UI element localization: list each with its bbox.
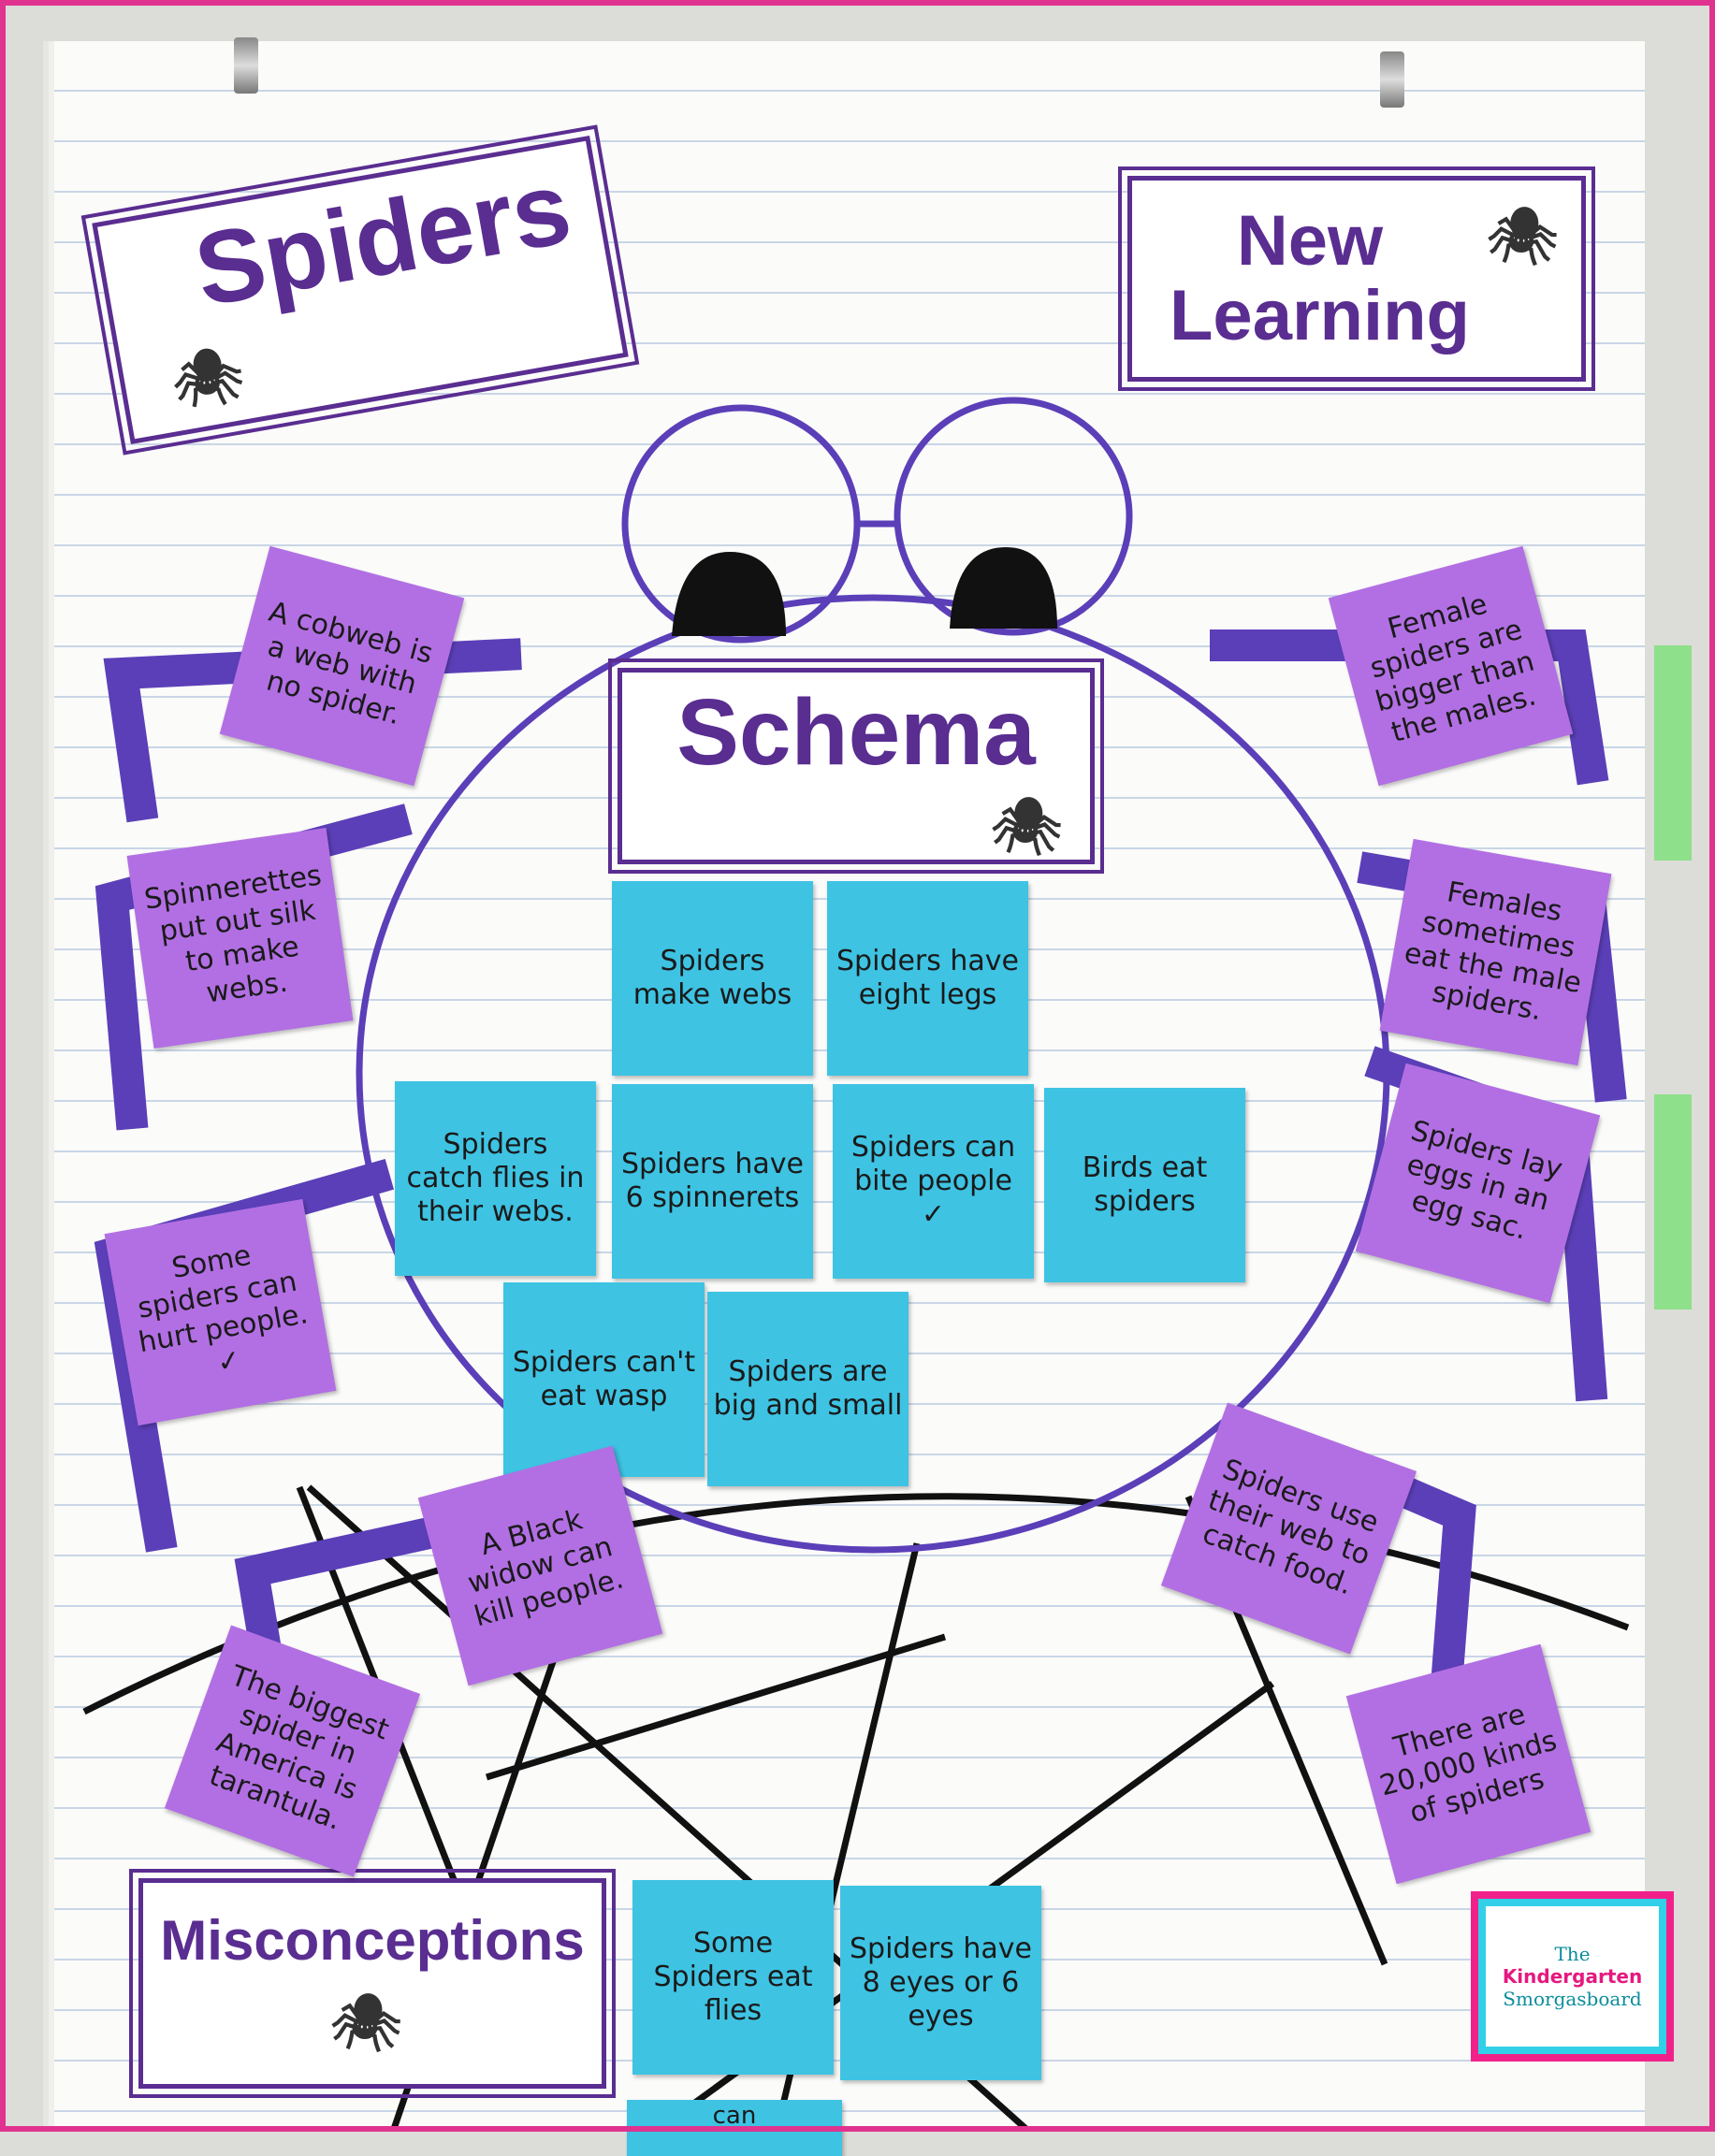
schema-note: Spiders catch flies in their webs. xyxy=(395,1081,596,1276)
misconception-note: Spiders have 8 eyes or 6 eyes xyxy=(840,1886,1041,2080)
new-learning-note: Some spiders can hurt people. ✓ xyxy=(104,1198,337,1426)
schema-note: Spiders have eight legs xyxy=(827,881,1028,1076)
schema-note: Spiders have 6 spinnerets xyxy=(612,1084,813,1279)
misconception-note: Some Spiders eat flies xyxy=(632,1880,834,2075)
binder-clip xyxy=(1380,51,1404,108)
binder-clip xyxy=(234,37,258,94)
schema-note: Spiders can't eat wasp xyxy=(503,1282,705,1477)
schema-note: Spiders are big and small xyxy=(707,1292,908,1486)
logo-line: Kindergarten xyxy=(1502,1965,1643,1988)
label-misconceptions: Misconceptions 🕷 xyxy=(129,1869,616,2098)
misconceptions-text: Misconceptions xyxy=(160,1909,585,1972)
logo-line: Smorgasboard xyxy=(1503,1988,1642,2010)
schema-note: Birds eat spiders xyxy=(1044,1088,1245,1282)
new-learning-note: Females sometimes eat the male spiders. xyxy=(1379,838,1612,1066)
schema-note: Spiders can bite people ✓ xyxy=(833,1084,1034,1279)
label-new-learning: New Learning 🕷 xyxy=(1118,166,1595,391)
spider-icon: 🕷 xyxy=(990,795,1062,858)
misconception-note-partial: can xyxy=(627,2100,842,2156)
left-pupil xyxy=(672,552,786,636)
wall-green-note xyxy=(1654,645,1692,861)
right-pupil xyxy=(950,547,1057,629)
spider-icon: 🕷 xyxy=(1486,205,1558,268)
spider-icon: 🕷 xyxy=(167,340,249,415)
spider-icon: 🕷 xyxy=(330,1991,402,2054)
new-learning-text: New Learning xyxy=(1170,201,1470,355)
wall-green-note xyxy=(1654,1094,1692,1310)
new-learning-note: Spinnerettes put out silk to make webs. xyxy=(126,828,354,1049)
logo-line: The xyxy=(1554,1943,1591,1965)
schema-note: Spiders make webs xyxy=(612,881,813,1076)
label-schema: Schema 🕷 xyxy=(608,658,1104,874)
blog-logo: The Kindergarten Smorgasboard xyxy=(1471,1891,1674,2062)
schema-text: Schema xyxy=(676,680,1036,785)
